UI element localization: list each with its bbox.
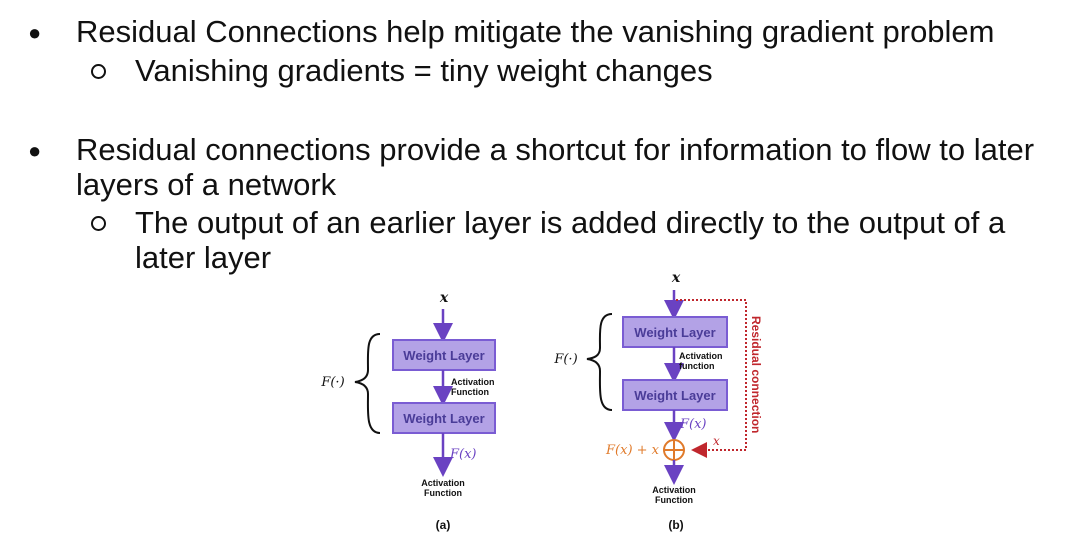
b-skip-x: x [713, 434, 720, 448]
b-activation-mid-2: function [679, 361, 715, 371]
a-activation-out-1: Activation [421, 478, 465, 488]
b-weight-layer-1 [622, 316, 728, 348]
bullet-2-line1: Residual connections provide a shortcut … [76, 132, 1035, 167]
sub-bullet-circle [91, 216, 106, 231]
a-weight-layer-2-label: Weight Layer [403, 411, 484, 426]
b-weight-layer-1-label: Weight Layer [634, 325, 715, 340]
a-activation-mid-2: Function [451, 387, 489, 397]
sub-bullet-circle [91, 64, 106, 79]
b-residual-path [676, 299, 747, 458]
b-brace [586, 313, 613, 411]
b-residual-label: Residual connection [749, 316, 763, 433]
a-weight-layer-2 [392, 402, 496, 434]
bullet-2-line2: layers of a network [76, 167, 337, 202]
bullet-1-sub: Vanishing gradients = tiny weight change… [135, 53, 713, 88]
b-fx-label: F(x) [679, 417, 707, 432]
a-caption: (a) [436, 518, 451, 532]
b-activation-out-1: Activation [652, 485, 696, 495]
b-caption: (b) [668, 518, 683, 532]
a-brace [354, 333, 381, 434]
b-activation-mid-1: Activation [679, 351, 723, 361]
diagram-b: x Residual connection x F(·) Weight Laye… [553, 270, 763, 532]
a-activation-mid-1: Activation [451, 377, 495, 387]
a-activation-out-2: Function [424, 488, 462, 498]
bullet-1: Residual Connections help mitigate the v… [76, 14, 995, 49]
bullet-dot: ● [28, 138, 42, 163]
bullet-2-sub-line1: The output of an earlier layer is added … [135, 205, 1006, 240]
b-input-x: x [671, 270, 681, 286]
b-activation-out-2: Function [655, 495, 693, 505]
a-weight-layer-1 [392, 339, 496, 371]
b-weight-layer-2-label: Weight Layer [634, 388, 715, 403]
a-input-x: x [439, 290, 449, 306]
a-weight-layer-1-label: Weight Layer [403, 348, 484, 363]
bullet-dot: ● [28, 20, 42, 45]
b-sum-label: F(x) + x [605, 443, 660, 458]
bullet-2-sub-line2: later layer [135, 240, 272, 275]
a-fx-label: F(x) [449, 447, 477, 462]
diagram-a: x F(·) Weight Layer Activation Function … [320, 290, 496, 532]
a-func-label: F(·) [320, 375, 344, 390]
b-func-label: F(·) [553, 352, 577, 367]
